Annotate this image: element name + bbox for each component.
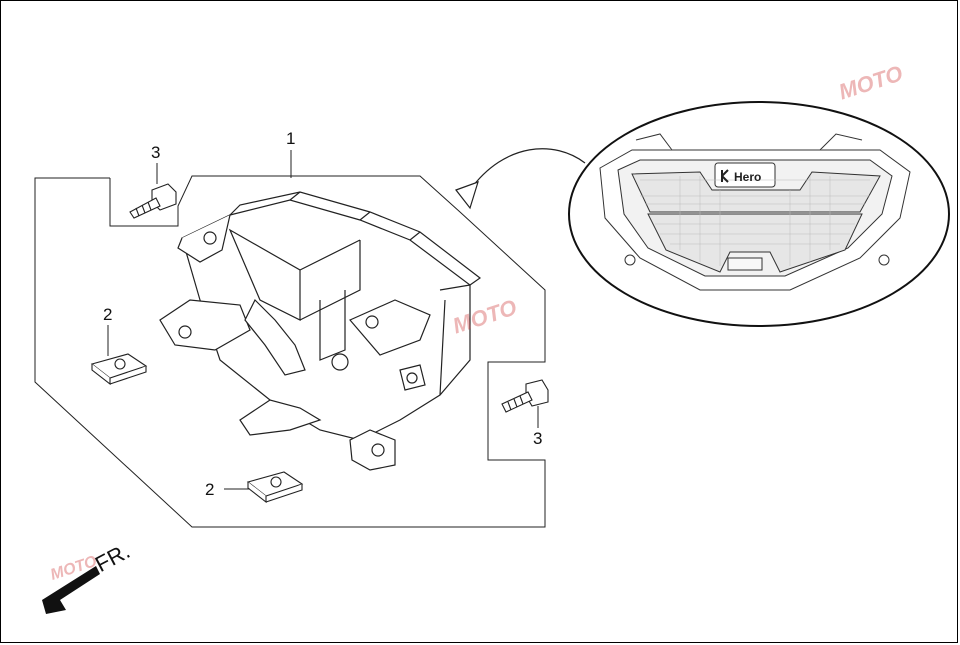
screw-3a xyxy=(129,183,177,219)
detail-pointer-arrowhead xyxy=(455,181,479,210)
callout-part-3b: 3 xyxy=(533,429,543,448)
clip-nut-2b xyxy=(246,471,304,504)
lens-grid-pattern xyxy=(640,176,870,266)
detail-pointer-arrow xyxy=(469,148,586,191)
assembly-boundary xyxy=(34,175,546,528)
callout-part-3a: 3 xyxy=(151,143,161,162)
clip-nut-2a xyxy=(90,353,148,386)
callout-part-2b: 2 xyxy=(205,480,215,499)
hero-logo-text: Hero xyxy=(734,170,761,184)
screw-3b xyxy=(501,379,549,413)
callout-part-2a: 2 xyxy=(103,305,113,324)
hero-logo: Hero xyxy=(721,169,761,184)
tail-lamp-lens-detail xyxy=(599,133,911,291)
callout-part-1: 1 xyxy=(286,129,296,148)
tail-lamp-assembly xyxy=(159,191,482,471)
front-direction-arrow xyxy=(42,566,100,614)
